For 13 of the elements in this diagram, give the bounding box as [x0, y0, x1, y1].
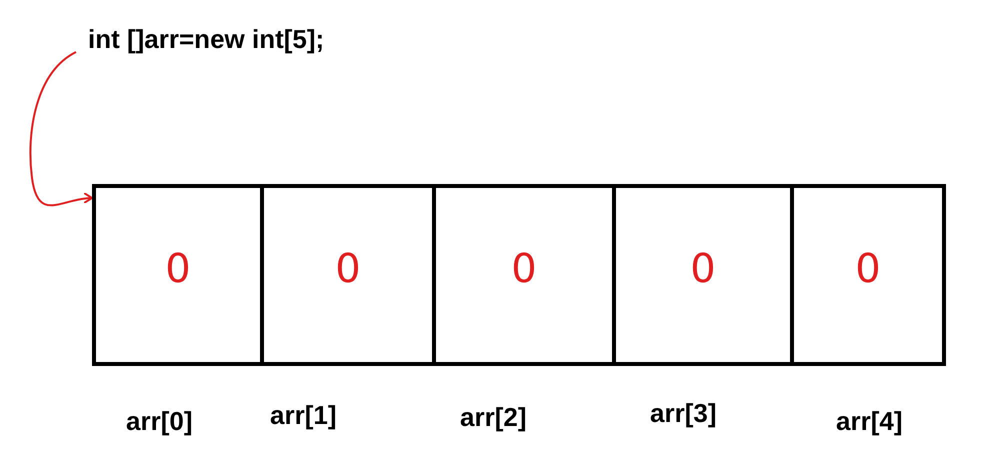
value-text: 0: [510, 246, 538, 292]
curved-arrow: [29, 51, 93, 206]
index-label: arr[4]: [836, 406, 902, 437]
index-label: arr[1]: [270, 400, 336, 431]
value-text: 0: [334, 246, 362, 292]
index-label: arr[0]: [126, 406, 192, 437]
index-label: arr[3]: [650, 398, 716, 429]
index-label: arr[2]: [460, 402, 526, 433]
value-text: 0: [689, 246, 717, 292]
array-box: [92, 184, 946, 366]
value-text: 0: [854, 246, 882, 292]
code-text: int []arr=new int[5];: [88, 24, 324, 55]
value-text: 0: [164, 246, 192, 292]
